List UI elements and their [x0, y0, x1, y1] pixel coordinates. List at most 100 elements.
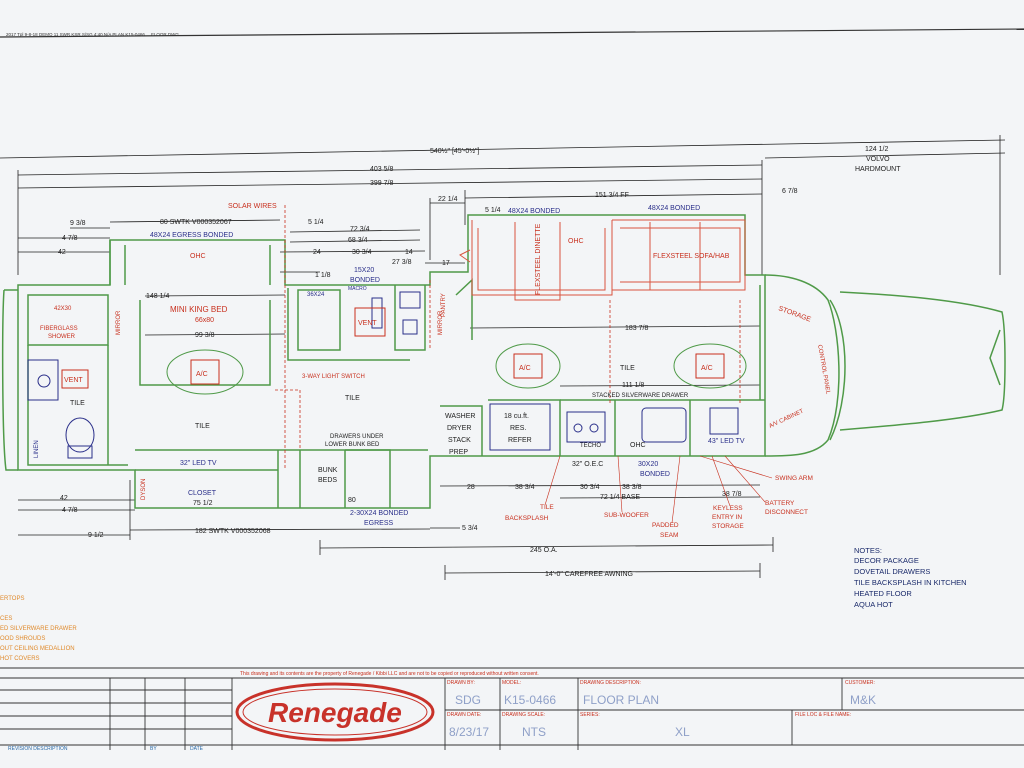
revision-by: BY [150, 746, 157, 752]
bonded-30x20-b: BONDED [640, 471, 670, 478]
flexsteel-sofa: FLEXSTEEL SOFA/HAB [653, 253, 730, 260]
ohc-kitchen: OHC [630, 442, 646, 449]
mini-king-size: 66x80 [195, 317, 214, 324]
date-label: DRAWN DATE: [447, 712, 481, 718]
dim-72: 72 3/4 [350, 226, 370, 233]
egress-bottom: 2-30X24 BONDED [350, 510, 408, 517]
dim-awning: 14'-0" CAREFREE AWNING [545, 571, 633, 578]
ac-unit-front: A/C [673, 343, 747, 389]
mini-king-bed: MINI KING BED [170, 305, 228, 314]
note-1: DECOR PACKAGE [854, 556, 919, 565]
logo-text: Renegade [268, 697, 402, 728]
dim-volvo: VOLVO [866, 156, 890, 163]
dim-80b: 80 [348, 497, 356, 504]
ac-units: A/C A/C A/C VENT VENT [61, 307, 747, 395]
dim-hardmount: HARDMOUNT [855, 166, 901, 173]
dim-151: 151 3/4 FF [595, 192, 629, 199]
small-cabinet [709, 407, 739, 435]
left-note-2: CES [0, 616, 12, 622]
dim-399: 399 7/8 [370, 180, 393, 187]
dim-17: 17 [442, 260, 450, 267]
washer: WASHER [445, 413, 475, 420]
dim-4-7-8: 4 7/8 [62, 235, 78, 242]
bonded-top-1: 48X24 BONDED [508, 208, 560, 215]
kitchen-sink [641, 407, 687, 443]
toilet [65, 417, 95, 453]
note-3: TILE BACKSPLASH IN KITCHEN [854, 578, 967, 587]
slide-furniture [459, 219, 746, 301]
ac2-label: A/C [519, 365, 531, 372]
overall-dimensions [0, 135, 1006, 580]
callout-battery-2: DISCONNECT [765, 509, 808, 516]
egress-bottom-2: EGRESS [364, 520, 394, 527]
techo: TECHO [580, 443, 601, 449]
dim-38-7-8: 38 7/8 [722, 491, 742, 498]
sink-bowl [37, 374, 51, 388]
refrigerator [489, 403, 551, 451]
notes-block: NOTES: DECOR PACKAGE DOVETAIL DRAWERS TI… [854, 546, 967, 609]
dim-22: 22 1/4 [438, 196, 458, 203]
bonded-15x20-b: BONDED [350, 277, 380, 284]
dim-124: 124 1/2 [865, 146, 888, 153]
note-2: DOVETAIL DRAWERS [854, 567, 930, 576]
dim-28: 28 [467, 484, 475, 491]
dimension-labels: 540½" [45'-0½"] 403 5/8 399 7/8 124 1/2 … [58, 146, 901, 578]
dim-183: 183 7/8 [625, 325, 648, 332]
dim-swtk1: 80 SWTK V000352067 [160, 219, 232, 226]
dim-9-3-8: 9 3/8 [70, 220, 86, 227]
tile-living: TILE [620, 365, 635, 372]
storage: STORAGE [777, 305, 812, 323]
flexsteel-dinette: FLEXSTEEL DINETTE [535, 223, 542, 295]
dim-148: 148 1/4 [146, 293, 169, 300]
top-border-line [0, 28, 1024, 38]
dim-6-7-8: 6 7/8 [782, 188, 798, 195]
dim-5-3-4: 5 3/4 [462, 525, 478, 532]
egress-top: 48X24 EGRESS BONDED [150, 232, 233, 239]
dyson: DYSON [141, 479, 147, 500]
title-block [0, 667, 1024, 750]
dim-14: 14 [405, 249, 413, 256]
dim-1-1-8: 1 1/8 [315, 272, 331, 279]
led-43: 43" LED TV [708, 438, 745, 445]
lower-bunk: LOWER BUNK BED [325, 442, 380, 448]
fixtures [27, 291, 739, 459]
left-note-1: ERTOPS [0, 596, 24, 602]
file-label: FILE LOC & FILE NAME: [795, 712, 851, 718]
callout-tile: TILE [540, 504, 554, 511]
oec-32: 32" O.E.C [572, 461, 603, 468]
dim-68: 68 3/4 [348, 237, 368, 244]
header-line: 2017 Tpl 9-8-18 DEMO 11 SWR KSR S/SG 4:4… [6, 32, 179, 37]
dim-overall: 540½" [45'-0½"] [430, 147, 480, 155]
three-way-switch: 3-WAY LIGHT SWITCH [302, 374, 365, 380]
left-note-5: OUT CEILING MEDALLION [0, 646, 75, 652]
vent2-label: VENT [358, 320, 377, 327]
model-label: MODEL: [502, 680, 521, 686]
dim-42: 42 [58, 249, 66, 256]
ac-unit-living: A/C [495, 343, 561, 389]
stacked-drawer: STACKED SILVERWARE DRAWER [592, 393, 689, 399]
wiring [275, 205, 741, 470]
dim-403: 403 5/8 [370, 166, 393, 173]
dim-245: 245 O.A. [530, 547, 558, 554]
scale: NTS [522, 725, 546, 739]
dim-swtk2: 182 SWTK V000352068 [195, 528, 271, 535]
drawn-by: SDG [455, 693, 481, 707]
left-note-3: ED SILVERWARE DRAWER [0, 626, 77, 632]
pantry: PANTRY [441, 293, 447, 317]
dim-5-1-4: 5 1/4 [485, 207, 501, 214]
series-label: SERIES: [580, 712, 600, 718]
dim-5-1-4b: 5 1/4 [308, 219, 324, 226]
callout-keyless-2: ENTRY IN [712, 514, 742, 521]
dim-111: 111 1/8 [622, 382, 644, 389]
note-4: HEATED FLOOR [854, 589, 912, 598]
callout-swing-arm: SWING ARM [775, 475, 813, 482]
dryer: DRYER [447, 425, 471, 432]
shower-fiberglass: FIBERGLASS [40, 326, 78, 332]
linen: LINEN [34, 440, 40, 458]
vent-mid [354, 307, 386, 337]
dim-4-7-8b: 4 7/8 [62, 507, 78, 514]
dim-9-1-2: 9 1/2 [88, 532, 104, 539]
beds: BEDS [318, 477, 337, 484]
customer: M&K [850, 693, 876, 707]
revision-description: REVISION DESCRIPTION [8, 746, 68, 752]
